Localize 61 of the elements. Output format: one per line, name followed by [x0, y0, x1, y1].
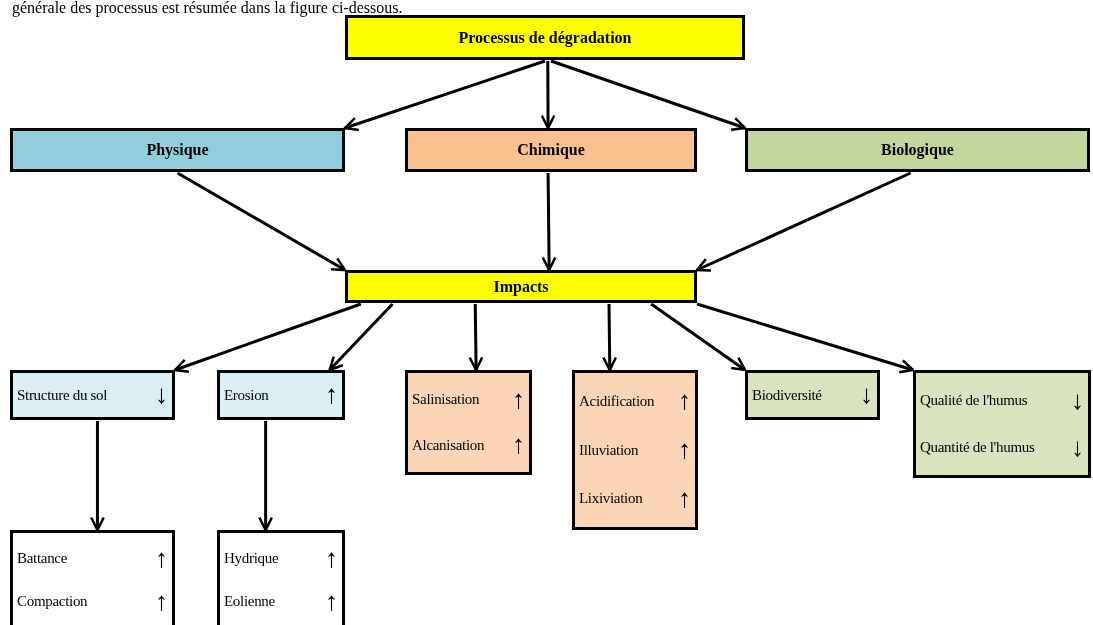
- effect-box: [217, 530, 345, 625]
- arrow: [258, 421, 274, 532]
- category-box: [10, 128, 345, 172]
- trend-arrow-icon: ↓: [860, 382, 873, 408]
- arrow: [540, 61, 556, 130]
- impact-box: [572, 370, 698, 530]
- trend-arrow-icon: ↑: [155, 545, 168, 572]
- impact-box: [745, 370, 880, 420]
- trend-arrow-icon: ↑: [325, 545, 338, 572]
- impact-text: Salinisation: [412, 390, 480, 410]
- impact-text: Acidification: [579, 391, 655, 411]
- arrow: [696, 302, 915, 374]
- category-box: [405, 128, 697, 172]
- arrow: [89, 421, 105, 532]
- effect-box: [10, 530, 175, 625]
- arrow: [541, 173, 557, 272]
- impact-text: Compaction: [17, 592, 88, 611]
- impact-text: Structure du sol: [17, 385, 108, 405]
- impact-box: [10, 370, 175, 420]
- caption-text: générale des processus est résumée dans la figure ci-dessous.: [12, 0, 403, 16]
- impact-text: Quantité de l'humus: [920, 438, 1035, 457]
- arrow: [173, 302, 362, 373]
- impact-text: Battance: [17, 549, 68, 568]
- arrow: [176, 171, 347, 272]
- trend-arrow-icon: ↓: [155, 382, 168, 408]
- trend-arrow-icon: ↑: [512, 432, 525, 459]
- arrow: [468, 303, 484, 372]
- impact-text: Illuviation: [579, 440, 639, 460]
- trend-arrow-icon: ↓: [1071, 434, 1084, 461]
- impact-box: [217, 370, 345, 420]
- arrow: [550, 59, 747, 132]
- impact-text: Erosion: [224, 385, 269, 405]
- impact-text: Hydrique: [224, 549, 279, 568]
- trend-arrow-icon: ↑: [678, 388, 691, 415]
- trend-arrow-icon: ↑: [512, 386, 525, 413]
- box-title: Processus de dégradation: [458, 29, 632, 46]
- impacts-box: [345, 270, 697, 303]
- trend-arrow-icon: ↓: [1071, 387, 1084, 414]
- trend-arrow-icon: ↑: [678, 485, 691, 512]
- box-title: Biologique: [881, 142, 954, 158]
- impact-text: Alcanisation: [412, 435, 485, 455]
- impact-text: Eolienne: [224, 592, 275, 611]
- category-box: [745, 128, 1090, 172]
- arrow: [695, 171, 912, 272]
- box-title: Impacts: [493, 278, 549, 295]
- arrow: [650, 302, 747, 372]
- trend-arrow-icon: ↑: [325, 588, 338, 615]
- trend-arrow-icon: ↑: [325, 382, 338, 408]
- impact-text: Biodiversité: [752, 385, 822, 405]
- trend-arrow-icon: ↑: [678, 437, 691, 463]
- impact-box: [913, 370, 1091, 478]
- arrow: [328, 302, 394, 372]
- title-box: [345, 15, 745, 60]
- trend-arrow-icon: ↑: [155, 588, 168, 615]
- arrow: [602, 304, 618, 372]
- box-title: Physique: [146, 142, 209, 158]
- impact-text: Qualité de l'humus: [920, 391, 1028, 410]
- impact-text: Lixiviation: [579, 489, 643, 508]
- impact-box: [405, 370, 532, 475]
- arrow: [343, 59, 546, 132]
- box-title: Chimique: [517, 142, 585, 158]
